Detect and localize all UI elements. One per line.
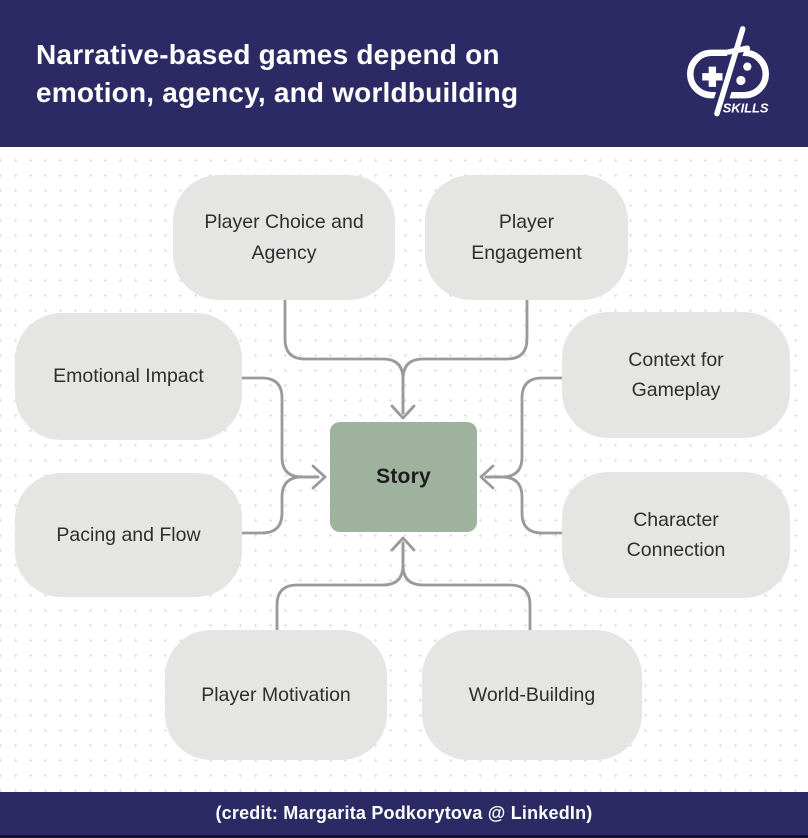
arrowhead-left-icon (479, 464, 495, 490)
header-banner: Narrative-based games depend on emotion,… (0, 0, 808, 147)
node-world-building: World-Building (422, 630, 642, 760)
connector-arrows (240, 298, 564, 632)
page-title-line2: emotion, agency, and worldbuilding (36, 76, 519, 108)
edge-context-gameplay-to-story (484, 376, 564, 479)
credit-text: (credit: Margarita Podkorytova @ LinkedI… (215, 803, 593, 823)
node-player-motivation: Player Motivation (165, 630, 387, 760)
node-emotional-impact: Emotional Impact (15, 313, 242, 440)
arrowhead-right-icon (311, 464, 327, 490)
node-context-for-gameplay: Context for Gameplay (562, 312, 790, 438)
node-story: Story (330, 422, 477, 532)
node-pacing-and-flow: Pacing and Flow (15, 473, 242, 597)
edge-pacing-flow-to-story (240, 475, 320, 535)
edge-player-choice-to-story (283, 298, 405, 415)
credit-bar: (credit: Margarita Podkorytova @ LinkedI… (0, 792, 808, 838)
edge-player-motivation-to-story (275, 541, 405, 632)
edge-world-building-to-story (401, 541, 532, 632)
edge-emotional-impact-to-story (240, 376, 320, 479)
node-player-engagement: Player Engagement (425, 175, 628, 300)
page-title-line1: Narrative-based games depend on (36, 38, 500, 70)
logo-skills-text: SKILLS (723, 100, 769, 115)
gamepad-sword-logo-icon: SKILLS (687, 24, 769, 119)
page-title: Narrative-based games depend on emotion,… (36, 36, 518, 112)
node-player-choice-agency: Player Choice and Agency (173, 175, 395, 300)
arrowhead-down-icon (390, 404, 416, 420)
node-character-connection: Character Connection (562, 472, 790, 598)
edge-character-connection-to-story (484, 475, 564, 535)
edge-player-engagement-to-story (401, 298, 529, 415)
diagram-canvas: Player Choice and Agency Player Engageme… (0, 147, 808, 792)
arrowhead-up-icon (390, 536, 416, 552)
gd-skills-logo: SKILLS (682, 24, 774, 124)
